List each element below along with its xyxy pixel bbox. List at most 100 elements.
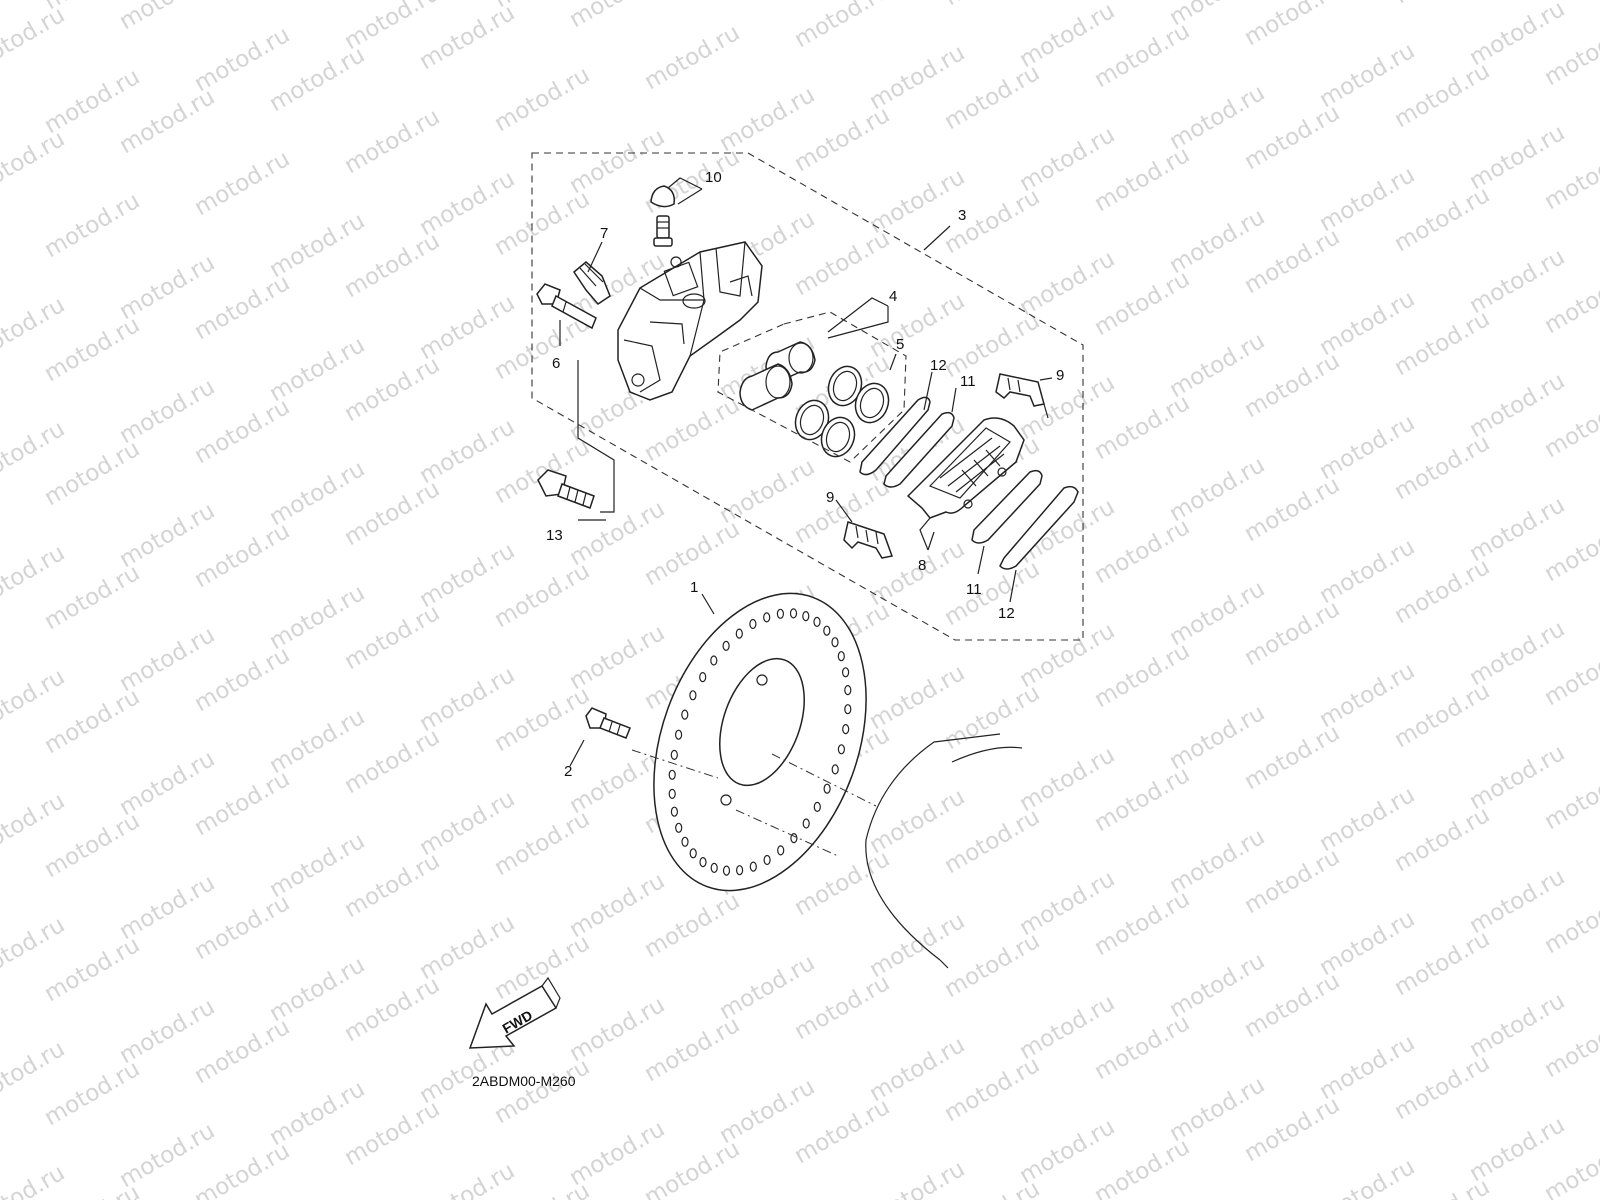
watermark-text: motod.ru xyxy=(790,102,894,177)
watermark-text: motod.ru xyxy=(40,188,144,263)
watermark-text: motod.ru xyxy=(415,0,519,75)
callout-7: 7 xyxy=(600,225,608,242)
watermark-text: motod.ru xyxy=(940,60,1044,135)
watermark-text: motod.ru xyxy=(940,556,1044,631)
watermark-text: motod.ru xyxy=(265,42,369,117)
watermark-text: motod.ru xyxy=(40,808,144,883)
disc-vent-hole xyxy=(710,655,718,666)
disc-vent-hole xyxy=(689,848,697,859)
callout-3: 3 xyxy=(958,207,966,224)
watermark-text: motod.ru xyxy=(1390,182,1494,257)
watermark-text: motod.ru xyxy=(1390,0,1494,9)
piston-seal-upper-left xyxy=(827,365,863,407)
callout-11-upper: 11 xyxy=(960,373,976,390)
watermark-text: motod.ru xyxy=(1240,968,1344,1043)
leader-lines xyxy=(559,177,1053,767)
disc-vent-hole xyxy=(670,749,678,761)
watermark-text: motod.ru xyxy=(490,682,594,757)
rubber-boot xyxy=(573,261,611,305)
watermark-text: motod.ru xyxy=(40,1056,144,1131)
watermark-text: motod.ru xyxy=(1390,430,1494,505)
disc-vent-hole xyxy=(670,806,679,817)
watermark-text: motod.ru xyxy=(1240,472,1344,547)
disc-vent-hole xyxy=(844,704,852,715)
disc-vent-hole xyxy=(699,671,707,683)
watermark-text: motod.ru xyxy=(1390,926,1494,1001)
watermark-text: motod.ru xyxy=(415,1158,519,1200)
brake-pad xyxy=(906,417,1025,519)
disc-vent-hole xyxy=(823,783,831,794)
pad-shim-outer xyxy=(999,485,1079,570)
disc-vent-hole xyxy=(722,640,730,652)
watermark-text: motod.ru xyxy=(1240,100,1344,175)
disc-vent-hole xyxy=(802,818,810,829)
pad-insulator-inner xyxy=(883,411,955,488)
watermark-text: motod.ru xyxy=(490,558,594,633)
disc-bolt-hole-top xyxy=(756,674,768,686)
watermark-text: motod.ru xyxy=(940,0,1044,11)
watermark-text: motod.ru xyxy=(190,1014,294,1089)
pad-shim-inner xyxy=(859,396,931,476)
watermark-text: motod.ru xyxy=(1090,638,1194,713)
disc-vent-hole xyxy=(777,845,785,856)
callout-11-lower: 11 xyxy=(966,581,982,598)
watermark-text: motod.ru xyxy=(1090,18,1194,93)
disc-bolt-hole-bottom xyxy=(720,794,732,806)
disc-vent-hole xyxy=(844,684,852,696)
watermark-text: motod.ru xyxy=(1240,844,1344,919)
watermark-text: motod.ru xyxy=(1390,802,1494,877)
watermark-text: motod.ru xyxy=(490,62,594,137)
bolt-axis-line xyxy=(631,749,719,779)
disc-vent-hole xyxy=(675,822,683,833)
watermark-text: motod.ru xyxy=(340,972,444,1047)
watermark-text: motod.ru xyxy=(1090,266,1194,341)
watermark-text: motod.ru xyxy=(340,848,444,923)
watermark-text: motod.ru xyxy=(190,766,294,841)
disc-vent-hole xyxy=(789,608,798,619)
piston-seal-lower-right xyxy=(820,416,856,458)
caliper-body xyxy=(617,241,763,401)
watermark-text: motod.ru xyxy=(340,1096,444,1171)
watermark-text: motod.ru xyxy=(490,1054,594,1129)
watermark-text: motod.ru xyxy=(1390,554,1494,629)
watermark-text: motod.ru xyxy=(115,84,219,159)
watermark-text: motod.ru xyxy=(790,846,894,921)
watermark-text: motod.ru xyxy=(1390,1050,1494,1125)
watermark-text: motod.ru xyxy=(1240,0,1344,51)
watermark-text: motod.ru xyxy=(1390,306,1494,381)
watermark-text: motod.ru xyxy=(40,560,144,635)
piston-kit-boundary xyxy=(717,311,907,463)
disc-vent-holes xyxy=(668,608,852,876)
callout-5: 5 xyxy=(896,336,904,353)
bleed-screw-cap xyxy=(650,185,676,208)
watermark-text: motod.ru xyxy=(790,0,894,53)
watermark-text: motod.ru xyxy=(40,932,144,1007)
disc-vent-hole xyxy=(668,788,676,800)
disc-vent-hole xyxy=(674,729,683,740)
callout-4: 4 xyxy=(889,288,897,305)
watermark-text: motod.ru xyxy=(790,226,894,301)
disc-vent-hole xyxy=(841,667,850,678)
disc-vent-hole xyxy=(813,616,821,628)
callout-13: 13 xyxy=(546,527,563,544)
disc-vent-hole xyxy=(763,612,771,623)
watermark-text: motod.ru xyxy=(1390,678,1494,753)
watermark-text: motod.ru xyxy=(1090,390,1194,465)
watermark-text: motod.ru xyxy=(1240,348,1344,423)
watermark-text: motod.ru xyxy=(1240,1092,1344,1167)
watermark-text: motod.ru xyxy=(1090,886,1194,961)
watermark-text: motod.ru xyxy=(40,684,144,759)
watermark-text: motod.ru xyxy=(790,970,894,1045)
callout-10: 10 xyxy=(705,169,722,186)
watermark-text: motod.ru xyxy=(190,146,294,221)
watermark-text: motod.ru xyxy=(340,724,444,799)
watermark-text: motod.ru xyxy=(340,228,444,303)
disc-vent-hole xyxy=(749,618,757,630)
disc-vent-hole xyxy=(763,854,771,866)
watermark-text: motod.ru xyxy=(340,352,444,427)
disc-vent-hole xyxy=(842,723,850,735)
watermark-text: motod.ru xyxy=(865,1156,969,1200)
watermark-text: motod.ru xyxy=(940,804,1044,879)
disc-vent-hole xyxy=(823,625,831,636)
